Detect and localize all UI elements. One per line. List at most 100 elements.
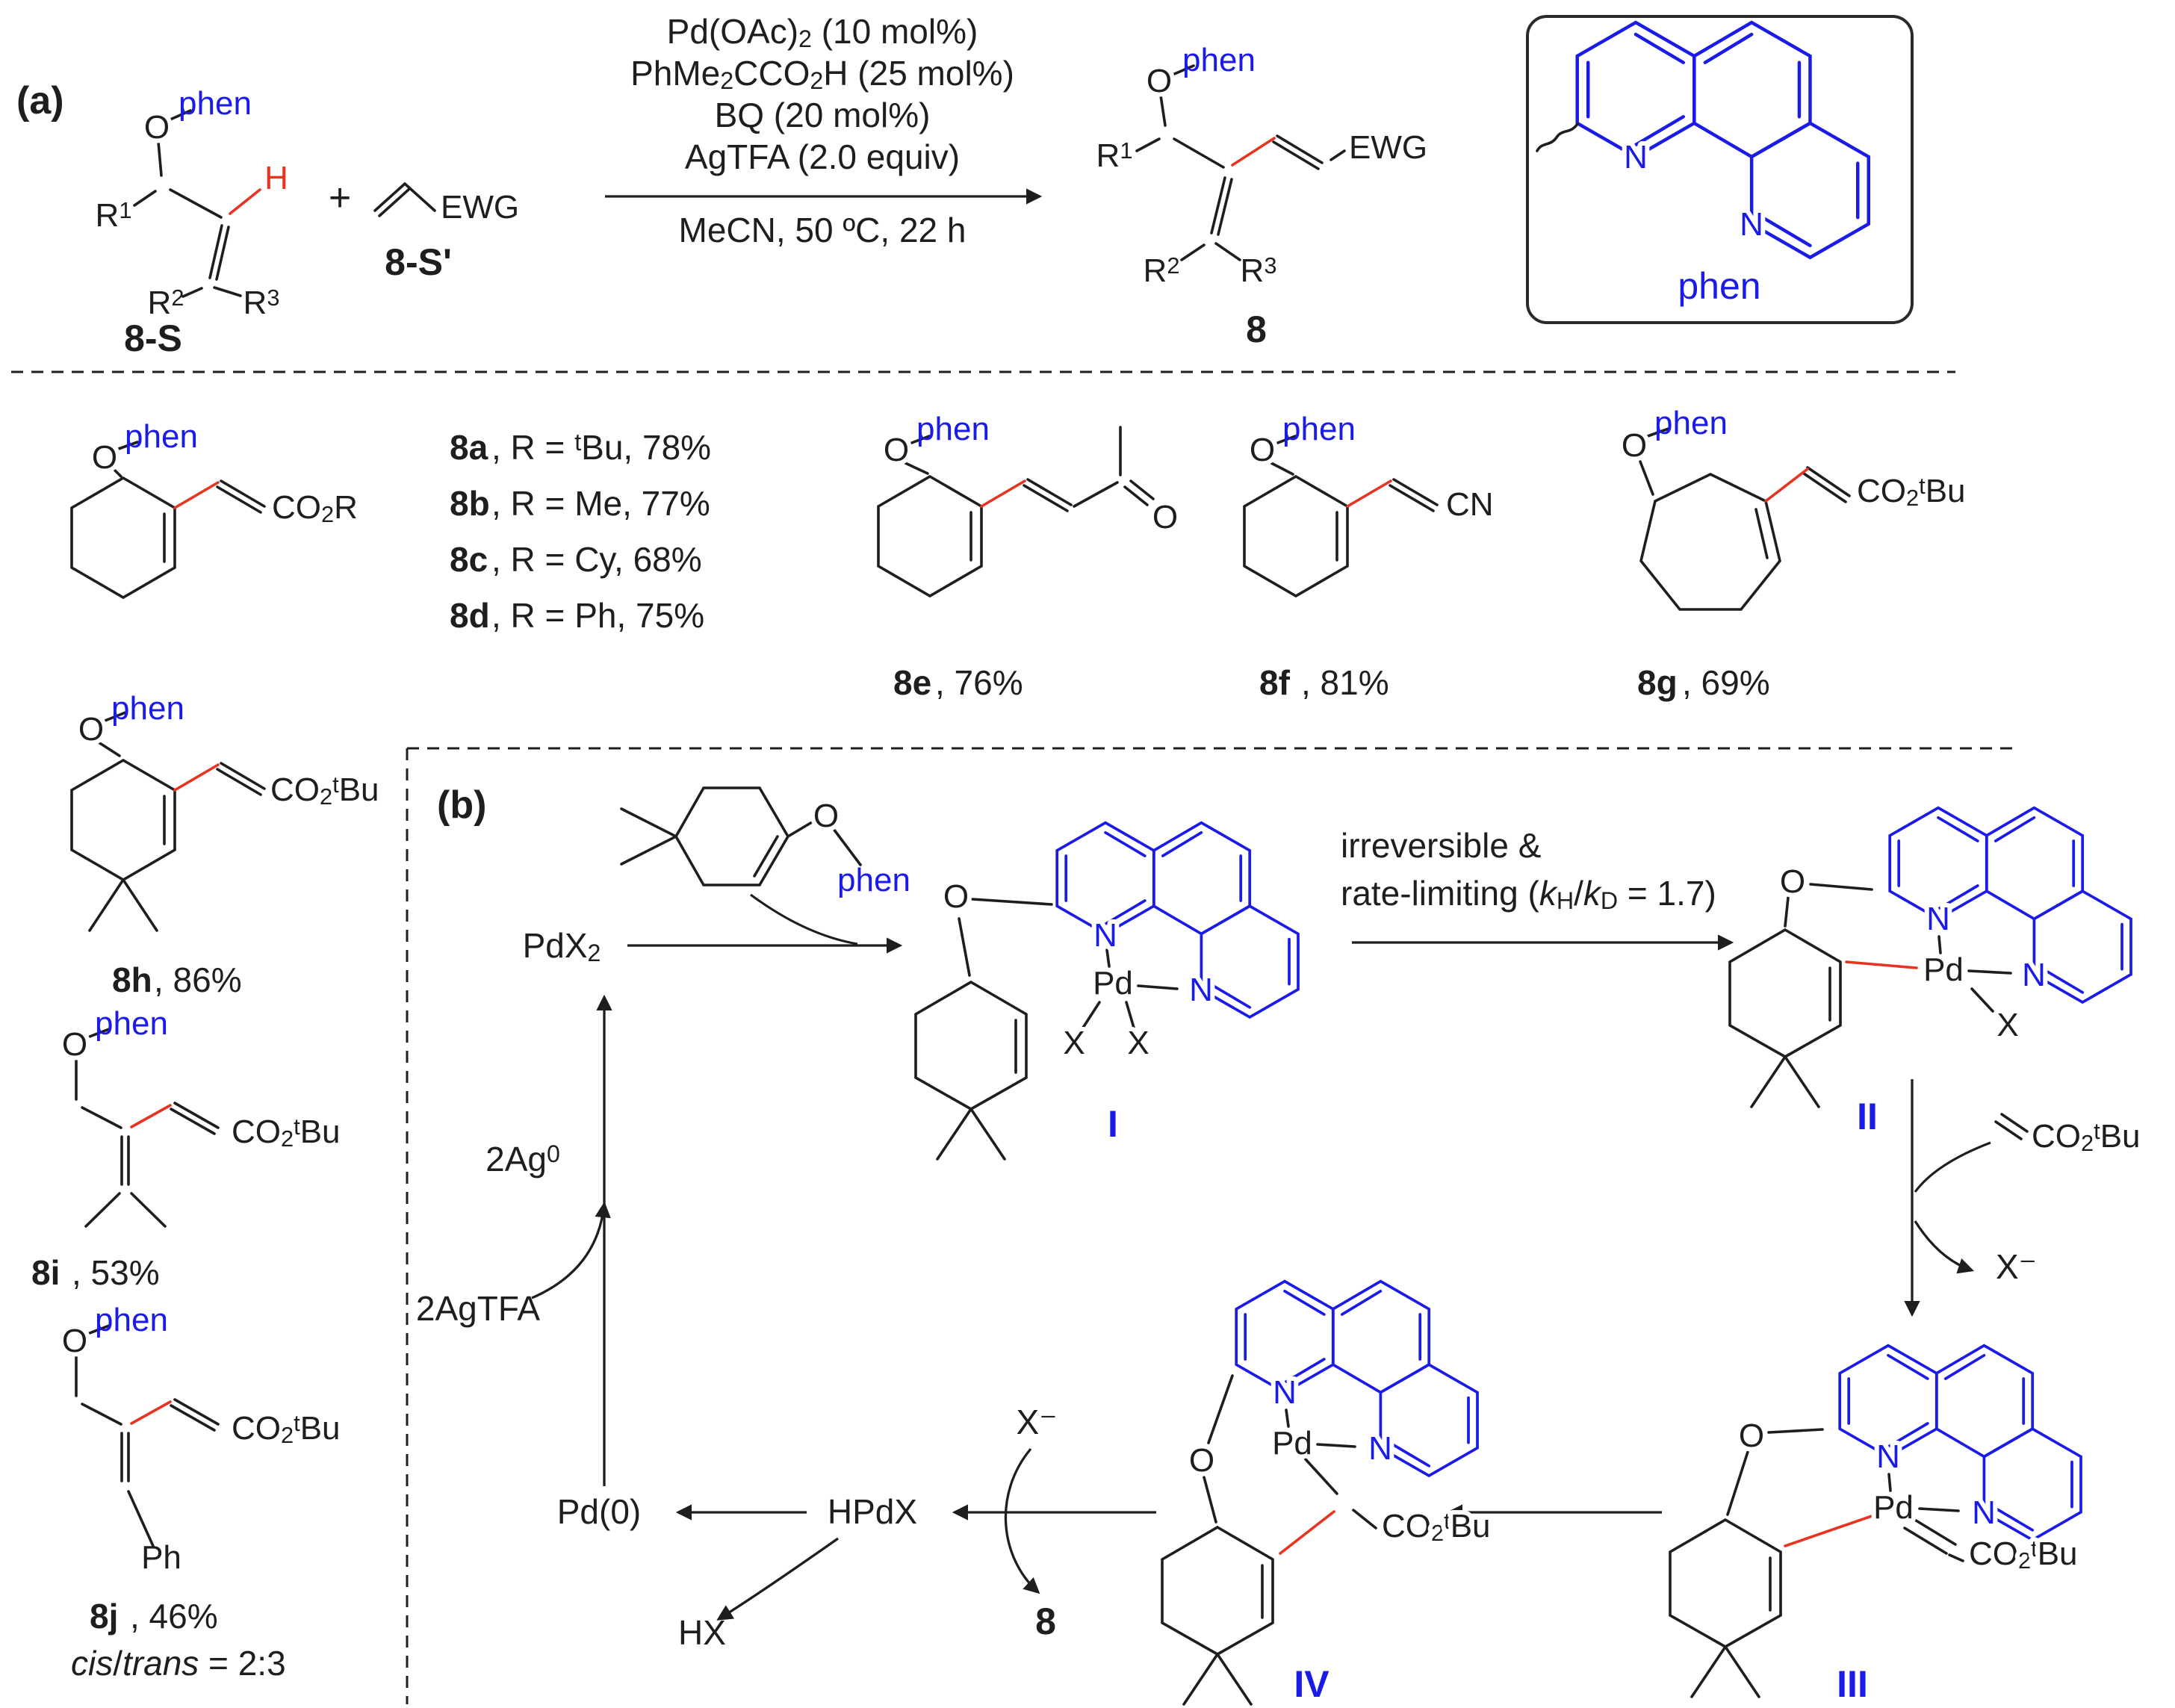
bond-set [1750, 883, 2012, 1108]
condition-line-2: PhMe2CCO2H (25 mol%) [630, 54, 1014, 94]
ring [70, 758, 176, 882]
nitrogen-label: N [2022, 957, 2046, 993]
nitrogen-label: N [1093, 917, 1117, 954]
oxygen-label: O [62, 1026, 87, 1063]
structure-8a-8d: O phen CO2R 8a , R = tBu, 78% 8b , R = M… [70, 418, 711, 635]
entry-id: 8b [450, 484, 490, 523]
nitrogen-label: N [1368, 1430, 1392, 1467]
oxygen-label: O [813, 798, 839, 834]
r3-label: R3 [243, 285, 280, 321]
complex-ii: O N N Pd X II [1728, 806, 2132, 1137]
curve-x-release [1914, 1220, 1975, 1274]
phen-label: phen [1182, 42, 1256, 78]
pd-c-bond [1845, 960, 1918, 969]
agtfa-label: 2AgTFA [416, 1289, 541, 1328]
structure-8f: O phen CN 8f , 81% [1243, 411, 1494, 702]
allylic-h-label: H [264, 160, 288, 196]
r2-label: R2 [1144, 252, 1180, 289]
oxygen-label: O [1147, 63, 1172, 99]
panel-a: (a) O phen R1 H R2 R3 8-S + EWG 8-S' Pd(… [16, 12, 1914, 359]
phen-legend-box: N N phen [1526, 15, 1914, 324]
intermediate-tag-iii: III [1837, 1663, 1868, 1705]
phen-label: phen [916, 411, 990, 447]
structure-8i: O phen CO2tBu 8i , 53% [31, 1005, 341, 1292]
ester-label: CO2tBu [270, 771, 379, 810]
curve-agtfa-in [531, 1201, 611, 1299]
r1-label: R1 [1096, 137, 1133, 174]
nitrogen-label: N [1273, 1374, 1297, 1411]
plus-sign: + [329, 176, 351, 220]
compound-yield: , 46% [130, 1597, 218, 1636]
x-ligand-label: X [1996, 1007, 2018, 1043]
r3-label: R3 [1241, 252, 1277, 289]
pd-label: Pd [1873, 1489, 1914, 1526]
compound-id: 8f [1259, 663, 1291, 702]
phen-label: phen [1282, 411, 1356, 447]
ring [1639, 472, 1781, 611]
r1-label: R1 [96, 197, 132, 234]
ester-label: CO2tBu [232, 1114, 341, 1152]
bond-set [936, 898, 1179, 1161]
curve-substrate-in [750, 893, 858, 945]
ester-label: CO2tBu [1382, 1508, 1491, 1546]
compound-yield: , 53% [72, 1253, 160, 1292]
ring [1243, 474, 1349, 598]
ring [914, 980, 1028, 1111]
oxygen-label: O [144, 109, 170, 146]
new-cc-bond [1764, 468, 1809, 503]
ester-label: CO2tBu [1969, 1535, 2078, 1574]
ring [70, 476, 176, 600]
curve-acrylate-in [1914, 1141, 1991, 1193]
new-cc-bond [173, 481, 220, 509]
structure-8s: O phen R1 H R2 R3 8-S [96, 85, 293, 359]
compound-yield: , 69% [1682, 663, 1770, 702]
ring [877, 474, 983, 598]
r2-label: R2 [148, 285, 184, 321]
legend-border [1526, 15, 1914, 324]
phen-label: phen [111, 690, 184, 727]
nitrogen-label: N [1189, 972, 1213, 1008]
bond-set [88, 711, 266, 932]
compound-yield: , 86% [154, 960, 242, 999]
condition-line-3: BQ (20 mol%) [715, 96, 931, 134]
released-product-label: 8 [1035, 1600, 1056, 1642]
step-note-line-2: rate-limiting (kH/kD = 1.7) [1341, 874, 1716, 914]
product-scope: O phen CO2R 8a , R = tBu, 78% 8b , R = M… [31, 405, 1966, 1683]
new-cc-bond [173, 763, 220, 792]
bond-set [75, 1028, 220, 1228]
compound-name-8: 8 [1246, 308, 1267, 350]
bond-set [1270, 435, 1439, 512]
ester-label: CO2tBu [1857, 473, 1966, 511]
curve-hx-release [716, 1537, 839, 1621]
new-cc-bond [980, 479, 1026, 508]
cis-trans-ratio: cis/trans = 2:3 [71, 1644, 286, 1683]
structure-8s-prime: EWG 8-S' [373, 182, 519, 283]
entry-id: 8a [450, 428, 488, 467]
hx-label: HX [678, 1613, 726, 1652]
structure-mechanism-substrate: O phen [620, 786, 910, 898]
oxygen-label: O [62, 1323, 87, 1359]
acrylate-alkene [1994, 1113, 2029, 1140]
bond-set [1182, 1374, 1377, 1706]
ring [1669, 1518, 1782, 1649]
hpdx-label: HPdX [828, 1492, 917, 1531]
panel-b-label: (b) [437, 783, 486, 827]
pdx2-label: PdX2 [523, 926, 601, 966]
new-cc-bond [1231, 137, 1276, 167]
ketone-oxygen-label: O [1152, 499, 1178, 535]
entry-id: 8c [450, 540, 488, 579]
x-ligand-label: X [1127, 1025, 1149, 1061]
oxygen-label: O [1780, 863, 1805, 900]
nitrile-label: CN [1446, 486, 1494, 523]
activated-ch-bond [229, 188, 261, 215]
new-cc-bond [130, 1104, 172, 1128]
acrylate-ester-label: CO2tBu [2032, 1118, 2141, 1156]
yield-list: 8a , R = tBu, 78% 8b , R = Me, 77% 8c , … [450, 428, 711, 635]
compound-id: 8j [90, 1597, 118, 1636]
entry-detail: , R = Cy, 68% [491, 540, 702, 579]
structure-8e: O phen O 8e , 76% [877, 411, 1182, 702]
x-anion-label: X⁻ [1017, 1403, 1058, 1441]
intermediate-tag-i: I [1108, 1103, 1118, 1145]
intermediate-tag-iv: IV [1294, 1663, 1329, 1705]
compound-yield: , 81% [1301, 663, 1389, 702]
